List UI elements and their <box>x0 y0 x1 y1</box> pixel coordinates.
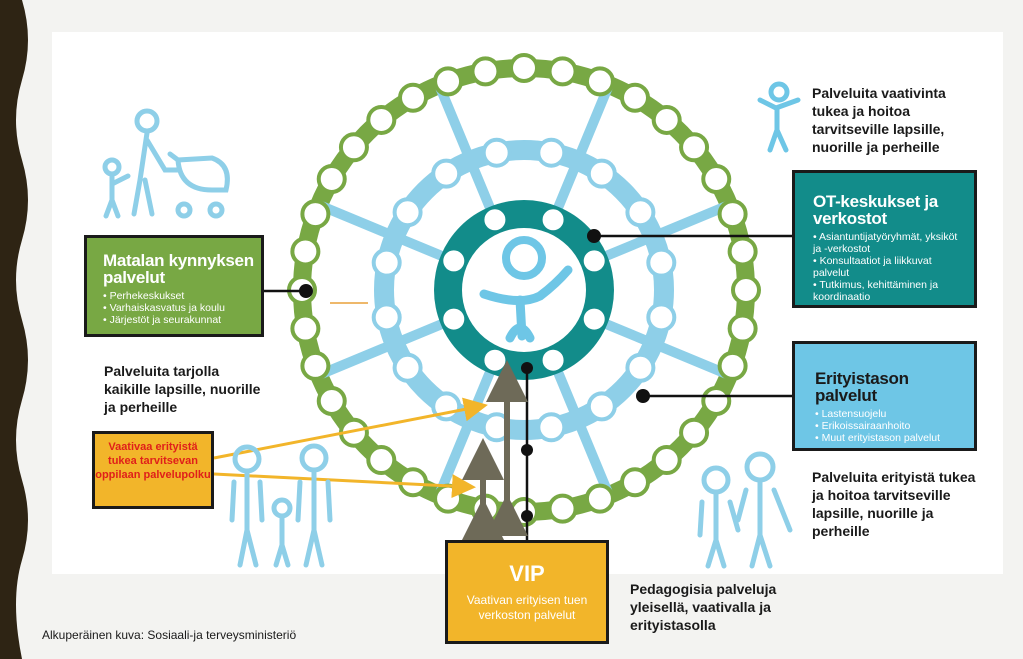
middle-bead <box>371 302 402 333</box>
outer-bead <box>651 104 682 135</box>
inner-bead <box>580 305 608 333</box>
student-service-path-box: Vaativaa erityistä tukea tarvitsevan opp… <box>92 431 214 509</box>
inner-bead <box>539 206 567 234</box>
list-item: Muut erityistason palvelut <box>815 432 968 444</box>
child-center-icon <box>479 236 573 343</box>
middle-bead <box>371 247 402 278</box>
service-wheel <box>287 53 761 527</box>
list-item: Lastensuojelu <box>815 408 968 420</box>
vip-box: VIP Vaativan erityisen tuen verkoston pa… <box>445 540 609 644</box>
ot-centers-caption: Palveluita vaativinta tukea ja hoitoa ta… <box>812 85 946 155</box>
outer-bead <box>316 386 347 416</box>
outer-bead <box>584 483 615 514</box>
outer-bead <box>290 236 321 267</box>
outer-bead <box>366 104 397 135</box>
middle-bead <box>625 197 656 228</box>
list-item: Erikoissairaanhoito <box>815 420 968 432</box>
ot-centers-title: OT-keskukset ja verkostot <box>813 192 938 228</box>
outer-bead <box>651 445 682 476</box>
outer-bead <box>620 82 650 113</box>
family-stroller-icon <box>102 108 230 219</box>
inner-bead <box>481 206 509 234</box>
middle-bead <box>392 352 423 383</box>
outer-bead <box>717 199 748 230</box>
outer-bead <box>398 82 428 113</box>
middle-bead <box>536 412 567 443</box>
low-threshold-title: Matalan kynnyksen palvelut <box>103 251 254 287</box>
outer-bead <box>547 493 578 524</box>
list-item: Tutkimus, kehittäminen ja koordinaatio <box>813 279 968 303</box>
outer-bead <box>547 56 578 87</box>
vip-title: VIP <box>509 561 545 586</box>
outer-bead <box>620 467 650 498</box>
source-note: Alkuperäinen kuva: Sosiaali-ja terveysmi… <box>42 628 297 642</box>
list-item: Järjestöt ja seurakunnat <box>103 314 261 326</box>
outer-bead <box>701 164 732 194</box>
center-disc <box>462 228 586 352</box>
list-item: Asiantuntijatyöryhmät, yksiköt ja -verko… <box>813 231 968 255</box>
special-level-caption: Palveluita erityistä tukea ja hoitoa tar… <box>812 469 976 539</box>
outer-bead <box>584 66 615 97</box>
special-level-list: Lastensuojelu Erikoissairaanhoito Muut e… <box>815 408 968 444</box>
inner-bead <box>440 305 468 333</box>
inner-bead <box>539 346 567 374</box>
ot-centers-list: Asiantuntijatyöryhmät, yksiköt ja -verko… <box>813 231 968 303</box>
outer-bead <box>316 164 347 194</box>
outer-bead <box>338 132 369 163</box>
outer-bead <box>300 350 331 381</box>
list-item: Konsultaatiot ja liikkuvat palvelut <box>813 255 968 279</box>
outer-bead <box>366 445 397 476</box>
middle-bead <box>586 158 617 189</box>
low-threshold-list: Perhekeskukset Varhaiskasvatus ja koulu … <box>103 290 261 326</box>
outer-bead <box>701 386 732 416</box>
vip-subtitle: Vaativan erityisen tuen verkoston palvel… <box>466 593 588 622</box>
outer-bead <box>717 350 748 381</box>
adults-icon <box>697 451 793 569</box>
inner-bead <box>481 346 509 374</box>
child-arms-up-icon <box>757 81 801 153</box>
outer-bead <box>679 417 710 448</box>
low-threshold-caption: Palveluita tarjolla kaikille lapsille, n… <box>104 363 261 415</box>
middle-bead <box>646 247 677 278</box>
middle-bead <box>431 158 462 189</box>
outer-bead <box>433 483 464 514</box>
service-path-arrows <box>213 360 528 540</box>
outer-bead <box>290 313 321 344</box>
parents-children-icon <box>229 443 333 568</box>
inner-bead <box>580 247 608 275</box>
ot-centers-box: OT-keskukset ja verkostot Asiantuntijaty… <box>792 170 977 308</box>
outer-bead <box>300 199 331 230</box>
special-level-title: Erityistason palvelut <box>815 369 909 405</box>
outer-bead <box>679 132 710 163</box>
middle-bead <box>646 302 677 333</box>
inner-bead <box>440 247 468 275</box>
special-level-box: Erityistason palvelut Lastensuojelu Erik… <box>792 341 977 451</box>
middle-bead <box>392 197 423 228</box>
middle-bead <box>536 137 567 168</box>
outer-bead <box>433 66 464 97</box>
vip-caption: Pedagogisia palveluja yleisellä, vaativa… <box>630 581 777 633</box>
outer-bead <box>509 53 539 83</box>
outer-bead <box>731 275 761 305</box>
middle-bead <box>586 391 617 422</box>
list-item: Perhekeskukset <box>103 290 261 302</box>
middle-bead <box>625 352 656 383</box>
outer-bead <box>727 313 758 344</box>
list-item: Varhaiskasvatus ja koulu <box>103 302 261 314</box>
middle-bead <box>481 137 512 168</box>
low-threshold-box: Matalan kynnyksen palvelut Perhekeskukse… <box>84 235 264 337</box>
outer-bead <box>470 56 501 87</box>
wavy-border <box>0 0 28 659</box>
outer-bead <box>727 236 758 267</box>
